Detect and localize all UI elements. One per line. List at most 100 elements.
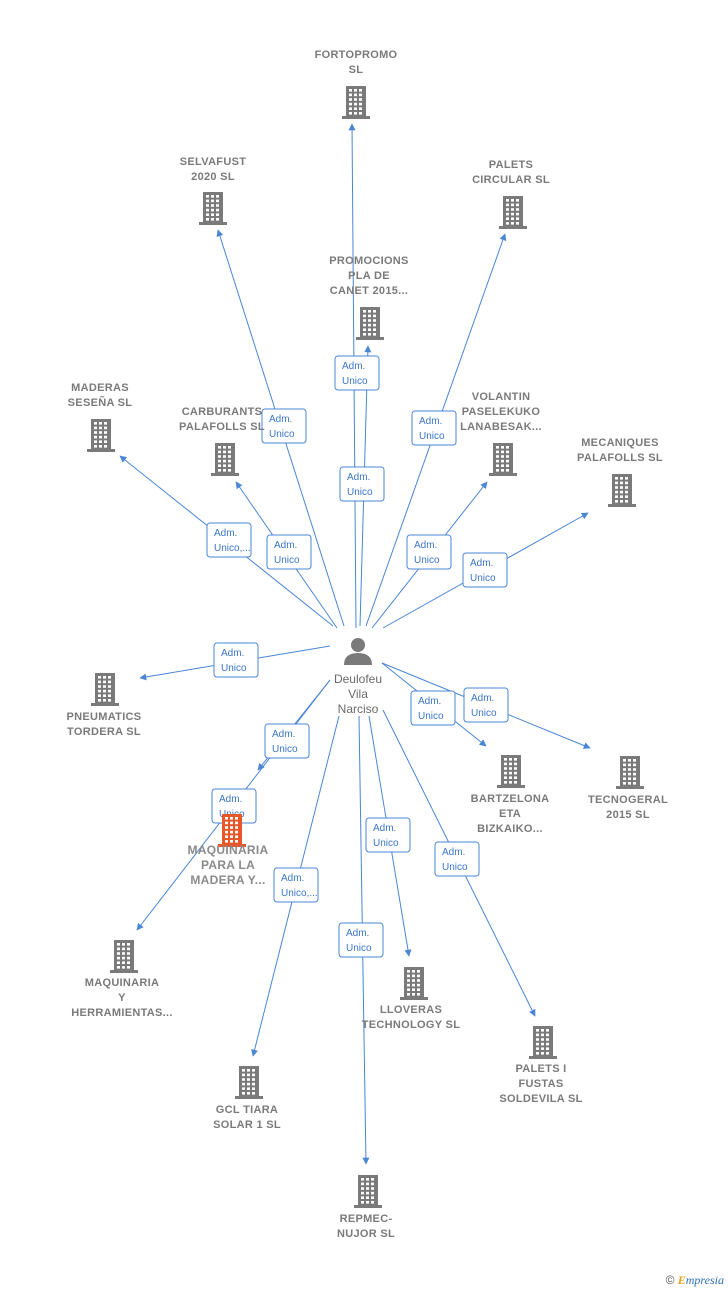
edge-role-line: Unico,... <box>214 543 251 554</box>
copyright-symbol: © <box>665 1273 675 1287</box>
edge-role-line: Unico <box>221 663 247 674</box>
edge-role-badge[interactable]: Adm.Unico <box>463 687 509 723</box>
company-name-line: CARBURANTS <box>182 406 263 418</box>
edge-role-line: Unico <box>419 431 445 442</box>
edge-role-line: Adm. <box>269 414 292 425</box>
edge-role-line: Unico <box>414 555 440 566</box>
edge-role-line: Unico <box>272 744 298 755</box>
edge-role-badge[interactable]: Adm. Unico <box>365 817 411 853</box>
company-name-line: PALAFOLLS SL <box>179 421 265 433</box>
edge-role-line: Unico <box>274 555 300 566</box>
company-name-line: SOLDEVILA SL <box>499 1093 582 1105</box>
edge-role-line: Adm. <box>419 416 442 427</box>
person-icon <box>344 638 372 665</box>
company-name-line: FORTOPROMO <box>315 49 398 61</box>
edge-role-line: Unico <box>418 711 444 722</box>
brand-logo-letter: E <box>677 1273 686 1287</box>
edge-role-line: Unico <box>470 573 496 584</box>
company-name-line: TECNOGERAL <box>588 794 668 806</box>
person-name-line-3: Narciso <box>338 702 379 716</box>
company-name-line: SESEÑA SL <box>68 396 133 409</box>
edge-role-line: Unico <box>373 838 399 849</box>
company-node-tecnogeral[interactable]: TECNOGERAL 2015 SL <box>588 756 668 821</box>
edge-role-badge[interactable]: Adm. Unico <box>213 642 259 678</box>
company-name-line: NUJOR SL <box>337 1228 395 1240</box>
edge-role-line: Adm. <box>221 648 244 659</box>
edge-role-badge[interactable]: Adm. Unico <box>261 408 307 444</box>
building-icon <box>616 756 644 789</box>
edge-role-line: Unico <box>346 943 372 954</box>
company-name-line: LANABESAK... <box>460 421 542 433</box>
company-name-line: MADERAS <box>71 382 129 394</box>
edge-role-line: Adm. <box>414 540 437 551</box>
company-name-line: GCL TIARA <box>216 1104 278 1116</box>
company-name-line: MADERA Y... <box>190 873 265 887</box>
building-icon <box>497 755 525 788</box>
company-name-line: PALAFOLLS SL <box>577 452 663 464</box>
edge-role-line: Adm. <box>281 873 304 884</box>
company-name-line: PLA DE <box>348 270 390 282</box>
edge-role-line: Adm. <box>418 696 441 707</box>
company-node-bartzelona[interactable]: BARTZELONA ETA BIZKAIKO... <box>471 755 550 835</box>
edge-role-badge[interactable]: Adm. Unico <box>462 552 508 588</box>
edge-role-badge[interactable]: Adm. Unico <box>410 690 456 726</box>
edge-role-line: Unico <box>342 376 368 387</box>
edge-role-badge[interactable]: Adm. Unico <box>266 534 312 570</box>
center-person[interactable]: Deulofeu Vila Narciso <box>334 638 382 716</box>
building-icon <box>87 419 115 452</box>
edge-role-line: Adm. <box>274 540 297 551</box>
company-node-repmec[interactable]: REPMEC-NUJOR SL <box>337 1175 395 1240</box>
edge-role-badge[interactable]: Adm. Unico <box>406 534 452 570</box>
building-icon <box>608 474 636 507</box>
building-icon <box>342 86 370 119</box>
company-name-line: ETA <box>499 808 521 820</box>
edge-role-line: Adm. <box>373 823 396 834</box>
edge-role-line: Adm. <box>347 472 370 483</box>
edge-role-line: Adm. <box>342 361 365 372</box>
edge-role-badge[interactable]: Adm. Unico <box>334 355 380 391</box>
edge-role-badge[interactable]: Adm.Unico <box>339 466 385 502</box>
edge-role-badge[interactable]: Adm.Unico <box>264 723 310 759</box>
company-node-maderas-sesena[interactable]: MADERAS SESEÑA SL <box>68 382 133 452</box>
edge-role-badge[interactable]: Adm. Unico,... <box>206 522 252 558</box>
building-icon <box>91 673 119 706</box>
edge-role-badge[interactable]: Adm.Unico,... <box>273 867 319 903</box>
company-name-line: PNEUMATICS <box>67 711 142 723</box>
edge-role-badge[interactable]: Adm. Unico <box>411 410 457 446</box>
building-icon <box>499 196 527 229</box>
edge-role-line: Adm. <box>214 528 237 539</box>
company-name-line: PALETS I <box>515 1063 566 1075</box>
brand-logo[interactable]: Empresia <box>678 1273 724 1287</box>
company-name-line: LLOVERAS <box>380 1004 442 1016</box>
company-name-line: 2015 SL <box>606 809 650 821</box>
company-node-lloveras[interactable]: LLOVERAS TECHNOLOGY SL <box>362 967 460 1031</box>
company-node-volantin[interactable]: VOLANTINPASELEKUKOLANABESAK... <box>460 391 542 476</box>
company-name-line: PROMOCIONS <box>329 255 408 267</box>
company-name-line: BIZKAIKO... <box>477 823 543 835</box>
building-icon <box>400 967 428 1000</box>
company-name-line: SELVAFUST <box>180 156 246 168</box>
company-name-line: BARTZELONA <box>471 793 550 805</box>
company-node-maquinaria-herr[interactable]: MAQUINARIAYHERRAMIENTAS... <box>71 940 172 1019</box>
company-name-line: CIRCULAR SL <box>472 174 550 186</box>
company-node-carburants[interactable]: CARBURANTS PALAFOLLS SL <box>179 406 265 476</box>
edge-role-line: Unico <box>269 429 295 440</box>
edge-role-badge[interactable]: Adm.Unico <box>338 922 384 958</box>
edge-role-badge[interactable]: Adm.Unico <box>434 841 480 877</box>
building-icon <box>199 192 227 225</box>
edge-role-line: Adm. <box>471 693 494 704</box>
brand-logo-text: mpresia <box>685 1273 724 1287</box>
edge-role-line: Adm. <box>470 558 493 569</box>
company-name-line: TECHNOLOGY SL <box>362 1019 460 1031</box>
person-name-line-1: Deulofeu <box>334 672 382 686</box>
